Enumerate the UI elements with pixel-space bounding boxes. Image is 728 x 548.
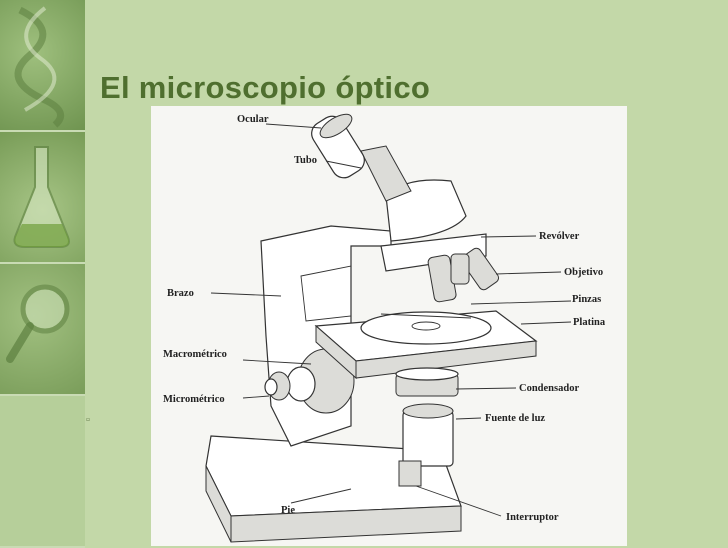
magnifier-decoration-tile <box>0 264 85 396</box>
condenser-and-light <box>395 367 459 487</box>
microscope-stage <box>314 310 538 380</box>
label-platina: Platina <box>573 317 606 328</box>
microscope-diagram: Ocular Tubo Revólver Objetivo Brazo Pinz… <box>151 106 627 546</box>
label-revolver: Revólver <box>539 231 580 242</box>
microscope-base <box>205 435 462 543</box>
flask-decoration-tile <box>0 132 85 264</box>
dna-icon <box>14 6 65 128</box>
bullet-marker: ▫ <box>86 414 90 426</box>
revolver-and-objectives <box>380 233 500 303</box>
magnifier-icon <box>6 284 70 363</box>
label-micrometrico: Micrométrico <box>163 394 225 405</box>
decorative-sidebar <box>0 0 85 548</box>
plain-decoration-tile <box>0 396 85 548</box>
label-brazo: Brazo <box>167 288 194 299</box>
label-macrometrico: Macrométrico <box>163 349 227 360</box>
label-pinzas: Pinzas <box>572 294 601 305</box>
tube-and-eyepiece <box>311 113 467 242</box>
label-condensador: Condensador <box>519 383 579 394</box>
microscope-drawing: Ocular Tubo Revólver Objetivo Brazo Pinz… <box>163 113 606 543</box>
label-pie: Pie <box>281 505 295 516</box>
label-fuente-de-luz: Fuente de luz <box>485 413 545 424</box>
label-ocular: Ocular <box>237 114 269 125</box>
focus-knobs <box>264 348 355 414</box>
dna-decoration-tile <box>0 0 85 132</box>
label-interruptor: Interruptor <box>506 512 559 523</box>
flask-icon <box>13 146 70 248</box>
label-objetivo: Objetivo <box>564 267 603 278</box>
label-tubo: Tubo <box>294 155 317 166</box>
slide-title: El microscopio óptico <box>100 70 431 105</box>
